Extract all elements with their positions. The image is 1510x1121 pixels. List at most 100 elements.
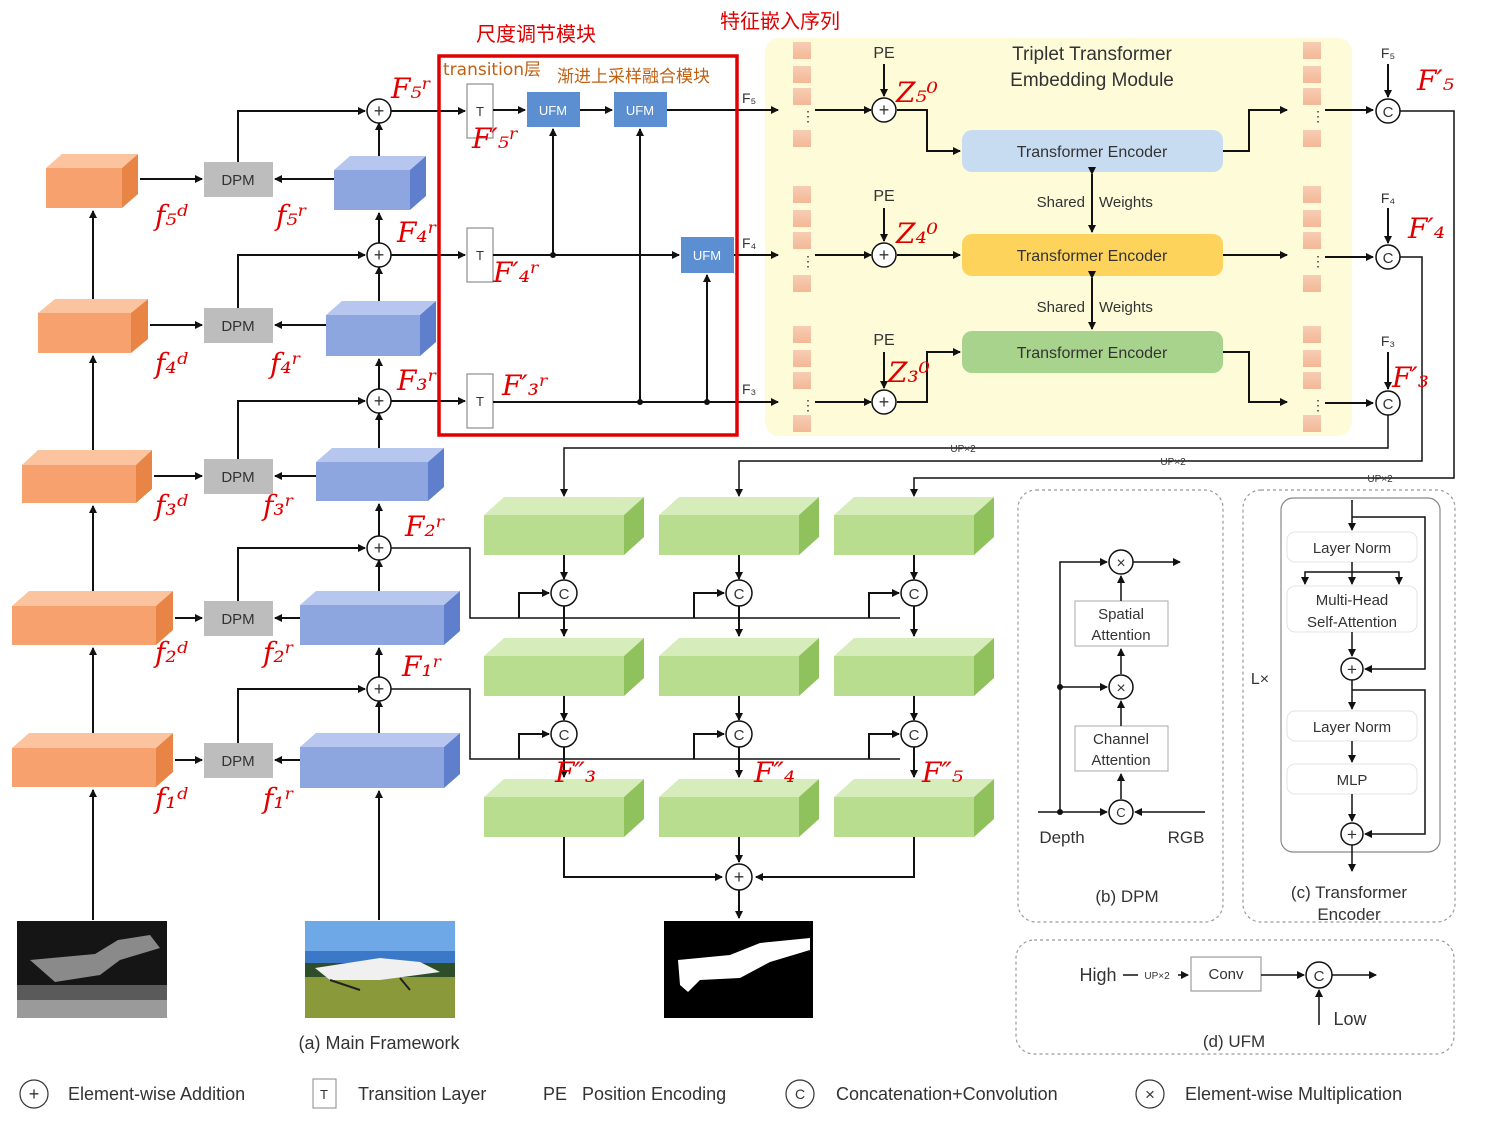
plus-sym: +	[734, 867, 745, 887]
label-F3pr: F′₃ʳ	[501, 369, 549, 402]
up-label: UP×2	[950, 444, 976, 455]
c-sym: C	[1116, 805, 1125, 820]
depth-encoder-blocks	[12, 154, 173, 787]
scale-adjust-module: T T T UFM UFM UFM	[391, 54, 779, 437]
saliency-output-image	[664, 921, 813, 1018]
chinese-annotations: 尺度调节模块 特征嵌入序列 transition层 渐进上采样融合模块	[443, 9, 840, 87]
dpm-caption: (b) DPM	[1095, 887, 1158, 906]
label-f2d: f₂ᵈ	[153, 636, 189, 669]
ufm-label: UFM	[626, 103, 654, 118]
legend-trans: Transition Layer	[358, 1084, 486, 1104]
shared-label-2: Shared	[1037, 299, 1085, 316]
ufm-box-a	[527, 92, 580, 127]
c-sym: C	[734, 727, 745, 744]
transformer-title-2: Embedding Module	[1010, 70, 1174, 91]
spatial-label-1: Spatial	[1098, 606, 1144, 623]
label-Z4: Z₄⁰	[895, 217, 938, 250]
up-label: UP×2	[1367, 474, 1393, 485]
up-label: UP×2	[1144, 971, 1170, 982]
label-f3d: f₃ᵈ	[153, 489, 189, 522]
cn-transition: transition层	[443, 60, 541, 80]
f5-in: F₅	[742, 90, 756, 106]
rgb-label: RGB	[1168, 828, 1205, 847]
c-sym: C	[1383, 250, 1394, 267]
encoder-panel: Layer Norm Multi-Head Self-Attention Lay…	[1242, 489, 1456, 924]
mhsa-2: Self-Attention	[1307, 614, 1397, 631]
pe-label-5: PE	[873, 45, 894, 62]
layer-norm-2: Layer Norm	[1313, 719, 1391, 736]
label-f1r: f₁ʳ	[261, 782, 295, 815]
label-F4p: F′₄	[1407, 212, 1445, 245]
plus-sym: +	[1347, 825, 1357, 844]
rgb-block-2	[300, 591, 460, 645]
mlp-label: MLP	[1337, 772, 1368, 789]
c-sym: C	[734, 586, 745, 603]
depth-block-4	[38, 299, 148, 353]
legend-pe: Position Encoding	[582, 1084, 726, 1104]
depth-label: Depth	[1039, 828, 1084, 847]
rgb-block-4	[326, 301, 436, 356]
label-Z5: Z₅⁰	[895, 76, 938, 109]
svg-text:⋮: ⋮	[801, 108, 815, 124]
legend-add: Element-wise Addition	[68, 1084, 245, 1104]
ufm-box-c	[681, 237, 734, 273]
legend-t-sym: T	[320, 1087, 328, 1102]
rgb-encoder-blocks	[300, 156, 460, 788]
conv-label: Conv	[1208, 966, 1244, 983]
c-sym: C	[1314, 968, 1325, 985]
channel-label-1: Channel	[1093, 731, 1149, 748]
dpm-box-4	[204, 308, 273, 343]
legend-c-sym: C	[795, 1086, 805, 1102]
mult-sym: ×	[1116, 555, 1125, 572]
dpm-label-4: DPM	[221, 318, 254, 335]
label-F4r: F₄ʳ	[396, 216, 438, 249]
cn-scale-module: 尺度调节模块	[476, 22, 596, 46]
scale-module-highlight	[437, 54, 739, 437]
dpm-label-1: DPM	[221, 753, 254, 770]
dpm-label-3: DPM	[221, 469, 254, 486]
decoder-blocks	[484, 497, 994, 837]
ufm-label: UFM	[539, 103, 567, 118]
label-f2r: f₂ʳ	[261, 636, 295, 669]
dpm-label-5: DPM	[221, 172, 254, 189]
high-label: High	[1079, 965, 1116, 985]
triplet-transformer-module: Triplet Transformer Embedding Module + +…	[742, 44, 1401, 416]
channel-label-2: Attention	[1091, 752, 1150, 769]
rgb-block-1	[300, 733, 460, 788]
plus-sym: +	[879, 100, 890, 120]
plus-sym: +	[879, 392, 890, 412]
label-F3p: F′₃	[1391, 361, 1429, 394]
encoder-green	[962, 331, 1223, 373]
weights-label-2: Weights	[1099, 299, 1153, 316]
mhsa-1: Multi-Head	[1316, 592, 1389, 609]
f3-side: F₃	[1381, 333, 1395, 349]
label-F1r: F₁ʳ	[401, 650, 443, 683]
legend-pe-sym: PE	[543, 1084, 567, 1104]
red-math-labels: F₅ʳ F₄ʳ F₃ʳ F₂ʳ F₁ʳ F′₅ʳ F′₄ʳ F′₃ʳ f₅ᵈ f…	[153, 64, 1454, 815]
c-sym: C	[559, 727, 570, 744]
rgb-block-3	[316, 448, 444, 501]
c-sym: C	[909, 727, 920, 744]
label-F5pp: F″₅	[921, 756, 963, 789]
label-f3r: f₃ʳ	[261, 489, 295, 522]
depth-block-3	[22, 450, 152, 503]
token-sequences: ⋮⋮⋮ ⋮⋮⋮	[793, 42, 1325, 432]
dpm-stage: DPM DPM DPM DPM DPM	[140, 107, 366, 778]
rgb-block-5	[334, 156, 426, 210]
depth-block-2	[12, 591, 173, 645]
encoder-label-5: Transformer Encoder	[1017, 144, 1168, 161]
ufm-panel: High UP×2 Conv C Low (d) UFM	[1015, 939, 1455, 1055]
f4-in: F₄	[742, 235, 757, 251]
low-label: Low	[1333, 1009, 1367, 1029]
encoder-label-3: Transformer Encoder	[1017, 345, 1168, 362]
transition-box-3	[466, 373, 494, 429]
weights-label-1: Weights	[1099, 194, 1153, 211]
transition-box-5	[466, 83, 494, 139]
ufm-box-b	[614, 92, 667, 127]
dpm-box-5	[204, 162, 273, 197]
label-F5p: F′₅	[1416, 64, 1454, 97]
rgb-input-image	[305, 921, 455, 1018]
legend: + Element-wise Addition T Transition Lay…	[19, 1078, 1402, 1109]
plus-sym: +	[374, 245, 385, 265]
